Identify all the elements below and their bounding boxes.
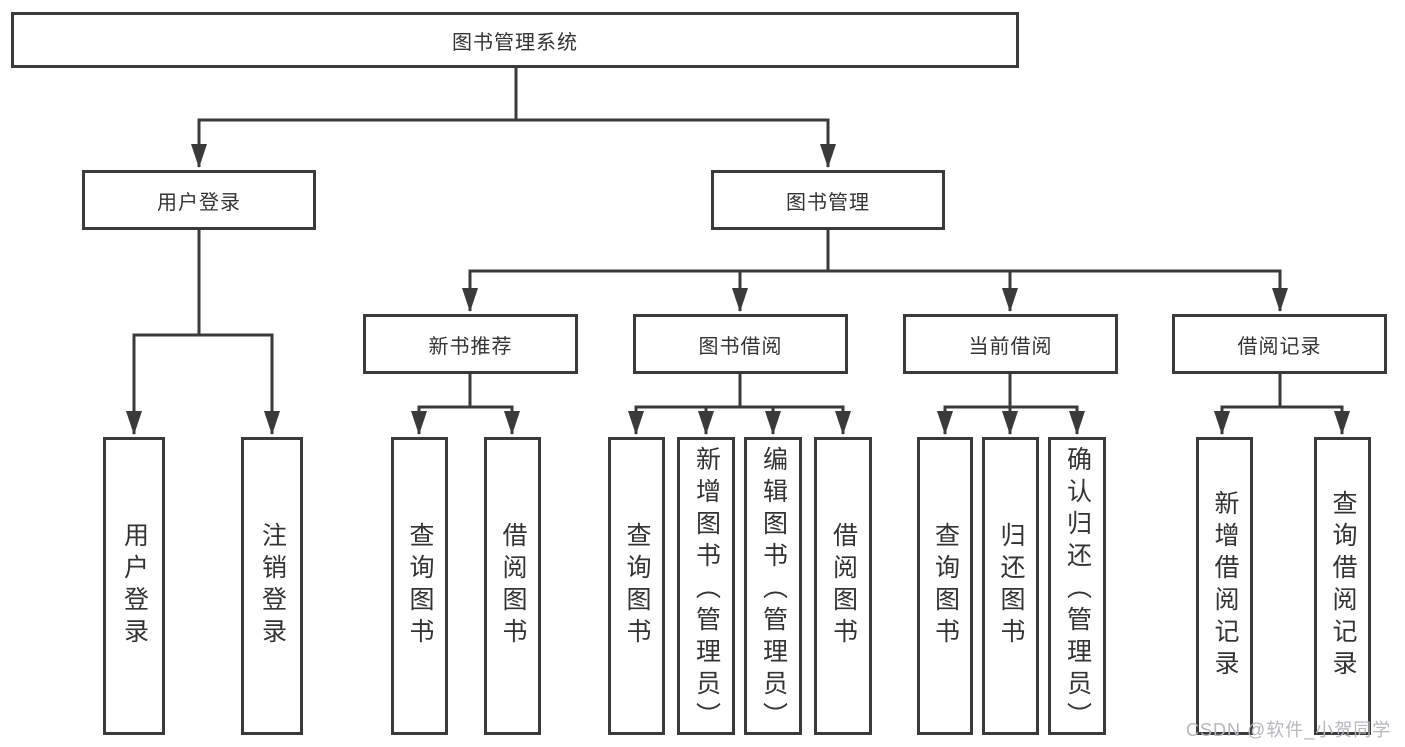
leaf-borrow-books-recommend: 借阅图书: [484, 437, 541, 735]
node-user-login: 用户登录: [82, 170, 316, 230]
node-new-book-recommendation: 新书推荐: [363, 314, 578, 374]
node-library-management-system: 图书管理系统: [11, 12, 1019, 68]
watermark: CSDN @软件_小贺同学: [1186, 720, 1392, 740]
node-current-borrowing: 当前借阅: [903, 314, 1118, 374]
leaf-user-login: 用户登录: [103, 437, 165, 735]
leaf-edit-books-admin: 编辑图书（管理员）: [744, 437, 802, 735]
leaf-return-books: 归还图书: [982, 437, 1039, 735]
leaf-query-borrow-record: 查询借阅记录: [1314, 437, 1371, 735]
leaf-query-books-recommend: 查询图书: [391, 437, 448, 735]
leaf-add-borrow-record: 新增借阅记录: [1196, 437, 1253, 735]
leaf-query-books-current: 查询图书: [917, 437, 973, 735]
node-borrowing-records: 借阅记录: [1172, 314, 1387, 374]
node-book-management: 图书管理: [711, 170, 945, 230]
leaf-query-books-borrowing: 查询图书: [608, 437, 665, 735]
leaf-add-books-admin: 新增图书（管理员）: [677, 437, 735, 735]
leaf-logout-login: 注销登录: [241, 437, 303, 735]
leaf-borrow-books-borrowing: 借阅图书: [814, 437, 872, 735]
node-book-borrowing: 图书借阅: [633, 314, 848, 374]
leaf-confirm-return-admin: 确认归还（管理员）: [1048, 437, 1106, 735]
